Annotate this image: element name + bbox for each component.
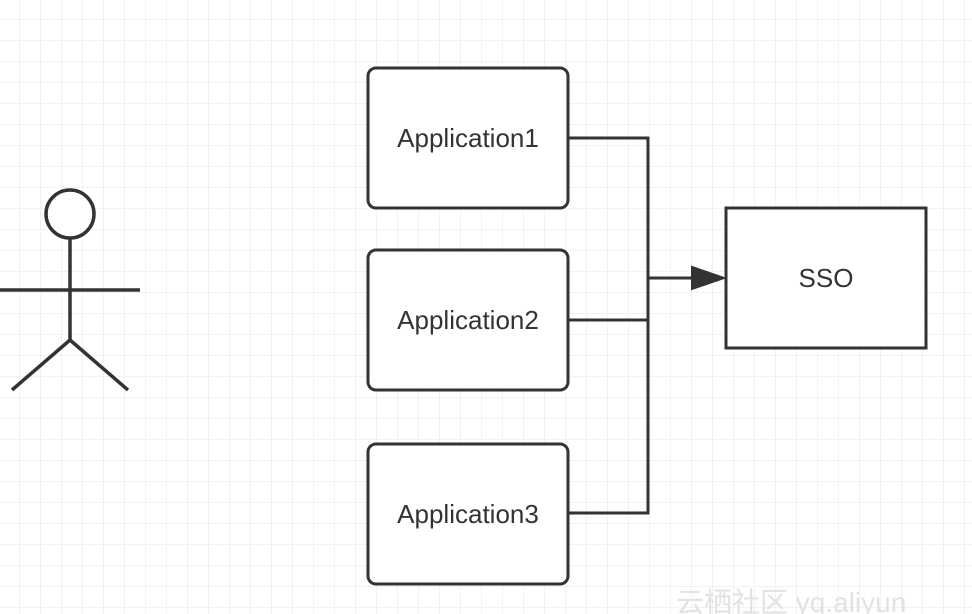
application-node-1[interactable]: Application1 xyxy=(366,66,570,210)
actor-right-leg xyxy=(68,338,130,392)
connector-group xyxy=(568,136,728,515)
connector-app1 xyxy=(568,136,650,278)
connector-app3 xyxy=(568,278,650,515)
sso-node[interactable]: SSO xyxy=(724,206,928,350)
actor-figure[interactable] xyxy=(0,188,140,392)
application-label: Application2 xyxy=(397,305,539,335)
actor-left-leg xyxy=(10,338,72,392)
actor-head xyxy=(44,188,96,240)
application-label: Application3 xyxy=(397,499,539,529)
sso-box xyxy=(724,206,928,350)
application-label: Application1 xyxy=(397,123,539,153)
watermark-text: 云栖社区 yq.aliyun xyxy=(676,587,906,614)
application-node-3[interactable]: Application3 xyxy=(366,442,570,586)
application-node-2[interactable]: Application2 xyxy=(366,248,570,392)
sso-label: SSO xyxy=(799,263,854,293)
arrowhead-icon xyxy=(691,265,728,291)
